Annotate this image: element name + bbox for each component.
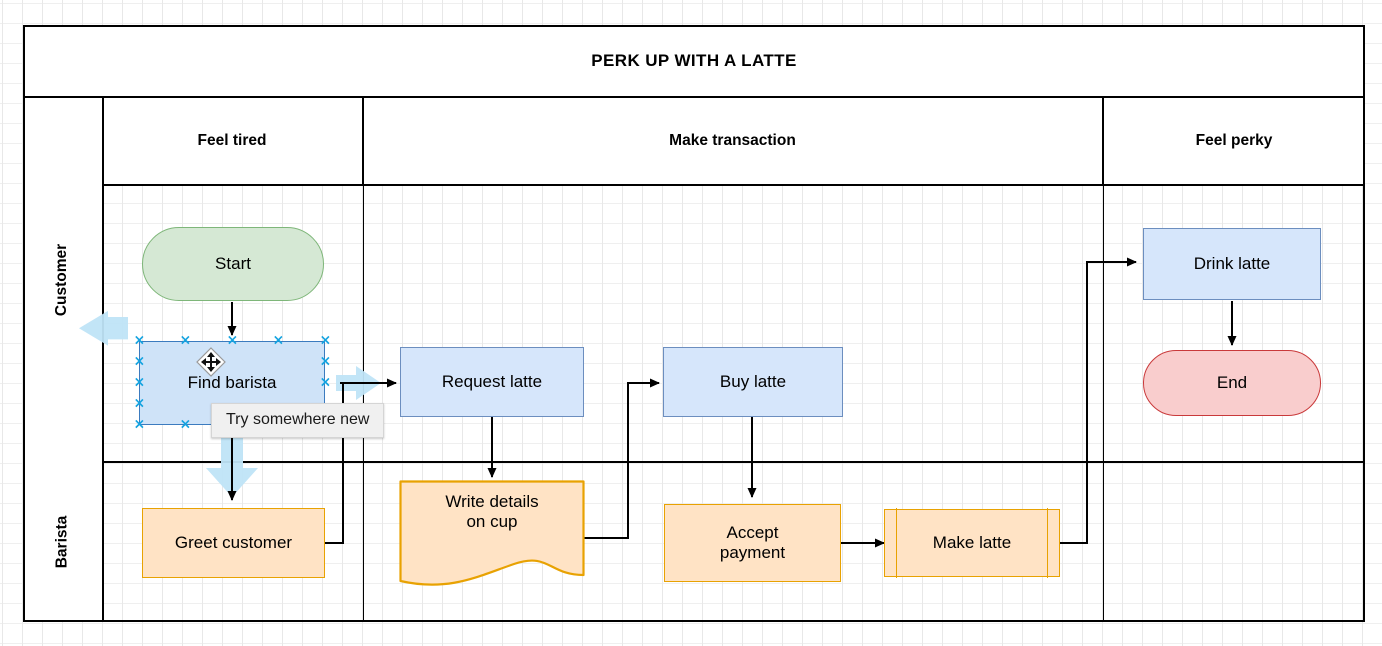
edge-write-details-to-buy-latte bbox=[584, 378, 660, 539]
node-write-details[interactable]: Write details on cup bbox=[399, 480, 585, 594]
lane-label-barista[interactable]: Barista bbox=[23, 461, 102, 622]
node-end-label: End bbox=[1216, 372, 1248, 392]
node-drink-latte[interactable]: Drink latte bbox=[1143, 228, 1321, 300]
node-start-label: Start bbox=[215, 253, 251, 273]
node-request-latte[interactable]: Request latte bbox=[400, 347, 584, 417]
node-accept-payment[interactable]: Accept payment bbox=[664, 504, 841, 582]
tooltip: Try somewhere new bbox=[211, 403, 385, 438]
node-end[interactable]: End bbox=[1143, 350, 1321, 416]
phase-header-make-transaction[interactable]: Make transaction bbox=[363, 98, 1103, 184]
node-greet-customer-label: Greet customer bbox=[174, 532, 293, 552]
node-make-latte[interactable]: Make latte bbox=[884, 508, 1060, 578]
node-accept-payment-label-line1: Accept bbox=[726, 522, 779, 542]
lane-label-customer[interactable]: Customer bbox=[23, 98, 102, 461]
node-make-latte-label: Make latte bbox=[932, 532, 1012, 552]
node-buy-latte-label: Buy latte bbox=[719, 371, 787, 391]
lane-divider-customer-barista bbox=[23, 461, 1365, 463]
node-start[interactable]: Start bbox=[142, 227, 324, 301]
phase-separator-2 bbox=[1103, 98, 1104, 622]
move-cursor-icon bbox=[196, 347, 226, 377]
phase-header-row: Feel tired Make transaction Feel perky bbox=[102, 98, 1365, 186]
phase-separator-1 bbox=[363, 98, 364, 622]
lane-label-column-divider bbox=[102, 98, 104, 622]
node-accept-payment-label-line2: payment bbox=[719, 543, 786, 562]
node-find-barista-label: Find barista bbox=[187, 373, 277, 392]
edge-make-latte-to-drink-latte bbox=[1060, 257, 1137, 544]
phase-header-feel-perky[interactable]: Feel perky bbox=[1195, 132, 1273, 149]
node-greet-customer[interactable]: Greet customer bbox=[142, 508, 325, 578]
node-drink-latte-label: Drink latte bbox=[1193, 253, 1271, 273]
node-buy-latte[interactable]: Buy latte bbox=[663, 347, 843, 417]
diagram-title: PERK UP WITH A LATTE bbox=[23, 25, 1365, 98]
node-request-latte-label: Request latte bbox=[441, 371, 543, 391]
phase-header-feel-tired[interactable]: Feel tired bbox=[102, 98, 363, 184]
